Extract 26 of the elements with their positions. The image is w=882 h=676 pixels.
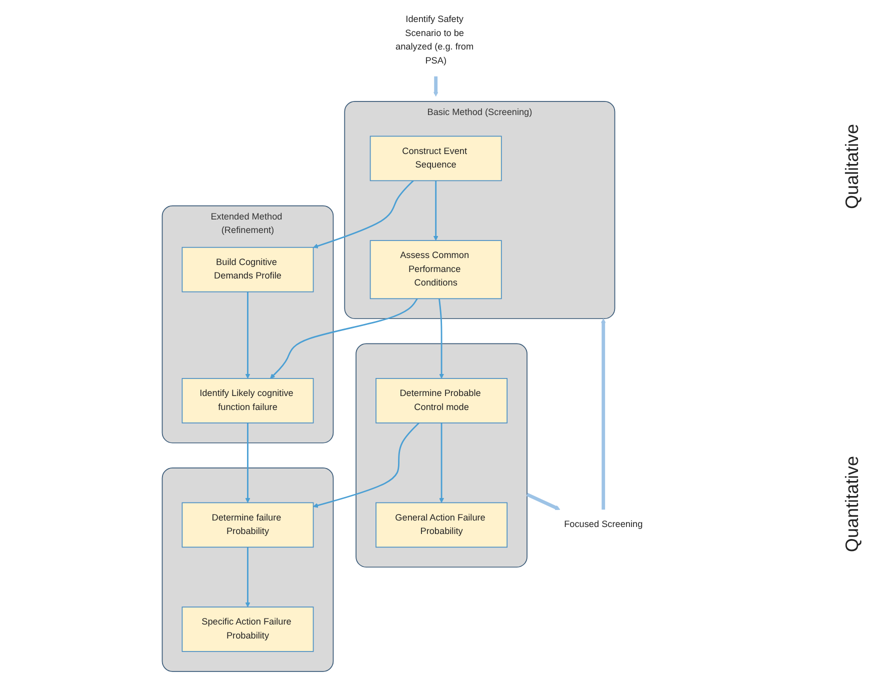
arrow: [313, 180, 414, 248]
arrow: [433, 76, 438, 97]
node-box: Specific Action Failure Probability: [182, 606, 314, 652]
cluster: [356, 343, 528, 568]
side-label: Qualitative: [842, 124, 862, 209]
node-text: Identify Safety Scenario to be analyzed (e.g. from PSA): [396, 14, 474, 66]
side-label: Quantitative: [842, 456, 862, 552]
node-box: Determine failure Probability: [182, 502, 314, 548]
node-box: Identify Likely cognitive function failure: [182, 378, 314, 424]
arrow: [245, 292, 250, 379]
cluster: [162, 468, 334, 672]
arrow: [245, 422, 250, 503]
arrow: [438, 298, 444, 379]
arrow: [245, 547, 250, 608]
node-box: Determine Probable Control mode: [376, 378, 508, 424]
arrow: [600, 318, 606, 510]
node-text: Focused Screening: [564, 520, 643, 530]
node-box: General Action Failure Probability: [376, 502, 508, 548]
arrow: [313, 422, 420, 508]
arrow: [270, 298, 418, 379]
node-box: Construct Event Sequence: [370, 136, 502, 182]
arrow: [526, 492, 560, 510]
arrow: [433, 180, 438, 241]
node-box: Assess Common Performance Conditions: [370, 240, 502, 300]
arrow: [439, 422, 444, 503]
node-box: Build Cognitive Demands Profile: [182, 246, 314, 292]
